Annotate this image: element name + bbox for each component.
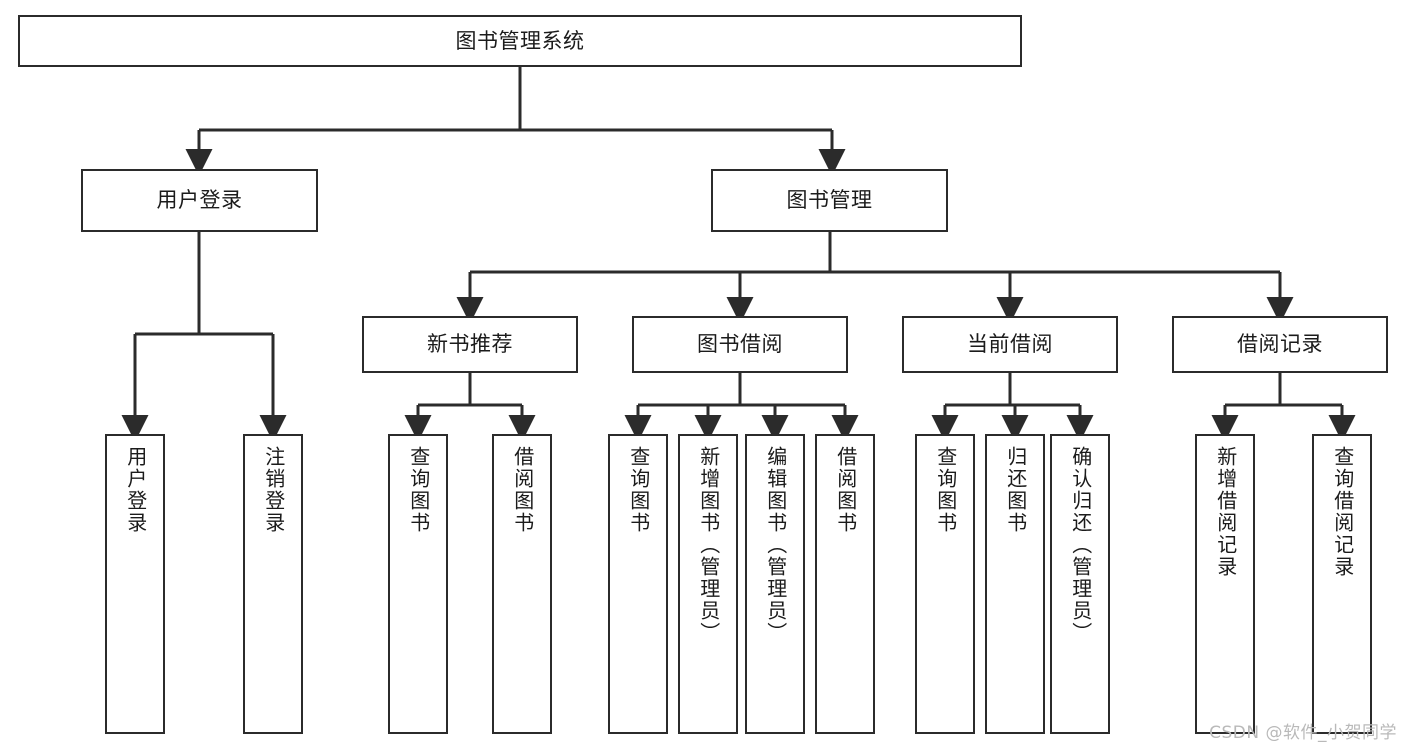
- node-leaf-query-borrow-record[interactable]: 查询借阅记录: [1312, 434, 1372, 734]
- node-label: 借阅图书: [510, 446, 535, 534]
- node-label: 查询图书: [626, 446, 651, 534]
- node-leaf-query-book-1[interactable]: 查询图书: [388, 434, 448, 734]
- node-label: 借阅记录: [1237, 332, 1323, 357]
- node-leaf-borrow-book-1[interactable]: 借阅图书: [492, 434, 552, 734]
- node-label: 用户登录: [123, 446, 148, 534]
- node-new-book-recommend[interactable]: 新书推荐: [362, 316, 578, 373]
- node-label: 当前借阅: [967, 332, 1053, 357]
- node-leaf-logout-login[interactable]: 注销登录: [243, 434, 303, 734]
- node-leaf-return-book[interactable]: 归还图书: [985, 434, 1045, 734]
- node-label: 图书管理系统: [455, 28, 585, 53]
- node-label: 查询图书: [406, 446, 431, 534]
- node-borrow-record[interactable]: 借阅记录: [1172, 316, 1388, 373]
- watermark-text: CSDN @软件_小贺同学: [1209, 723, 1397, 743]
- node-label: 确认归还（管理员）: [1068, 446, 1093, 644]
- node-label: 归还图书: [1003, 446, 1028, 534]
- node-leaf-edit-book[interactable]: 编辑图书（管理员）: [745, 434, 805, 734]
- node-label: 查询图书: [933, 446, 958, 534]
- node-label: 新书推荐: [427, 332, 513, 357]
- node-label: 图书管理: [786, 188, 873, 213]
- node-label: 图书借阅: [697, 332, 783, 357]
- node-leaf-user-login[interactable]: 用户登录: [105, 434, 165, 734]
- node-label: 新增借阅记录: [1213, 446, 1238, 578]
- node-leaf-add-book[interactable]: 新增图书（管理员）: [678, 434, 738, 734]
- node-leaf-add-borrow-record[interactable]: 新增借阅记录: [1195, 434, 1255, 734]
- node-label: 编辑图书（管理员）: [763, 446, 788, 644]
- node-leaf-query-book-2[interactable]: 查询图书: [608, 434, 668, 734]
- node-leaf-confirm-return[interactable]: 确认归还（管理员）: [1050, 434, 1110, 734]
- node-label: 借阅图书: [833, 446, 858, 534]
- node-current-borrow[interactable]: 当前借阅: [902, 316, 1118, 373]
- node-label: 查询借阅记录: [1330, 446, 1355, 578]
- node-leaf-query-book-3[interactable]: 查询图书: [915, 434, 975, 734]
- node-root-system[interactable]: 图书管理系统: [18, 15, 1022, 67]
- node-label: 新增图书（管理员）: [696, 446, 721, 644]
- node-book-management[interactable]: 图书管理: [711, 169, 948, 232]
- node-book-borrow[interactable]: 图书借阅: [632, 316, 848, 373]
- node-label: 用户登录: [156, 188, 243, 213]
- node-leaf-borrow-book-2[interactable]: 借阅图书: [815, 434, 875, 734]
- node-user-login[interactable]: 用户登录: [81, 169, 318, 232]
- node-label: 注销登录: [261, 446, 286, 534]
